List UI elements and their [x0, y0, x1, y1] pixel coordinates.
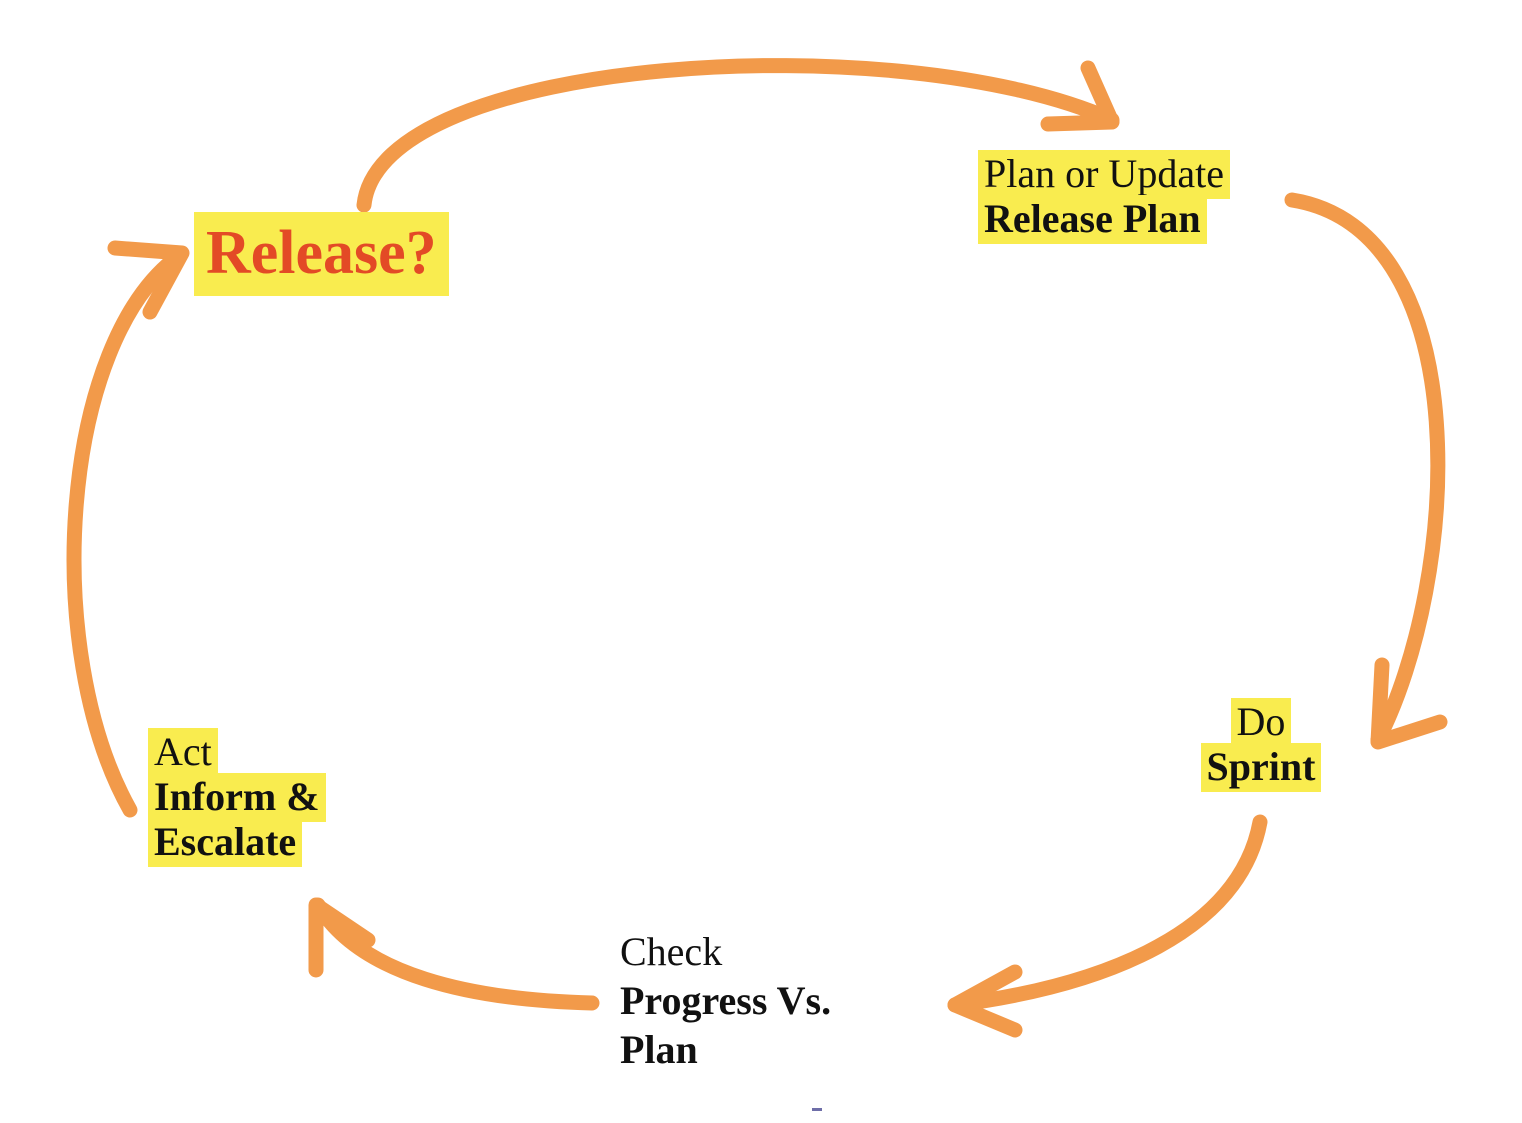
- arrowhead-check-to-act: [308, 897, 376, 978]
- act-line-2: Inform &: [148, 773, 326, 822]
- arrow-release-to-plan: [356, 58, 1120, 213]
- arrowhead-plan-to-do: [1370, 657, 1448, 750]
- small-dash-mark: [812, 1108, 822, 1111]
- arrowhead-do-to-check: [947, 964, 1023, 1038]
- node-plan: Plan or Update Release Plan: [978, 150, 1230, 244]
- act-line-3: Escalate: [148, 818, 303, 867]
- arrow-act-to-release: [66, 247, 188, 818]
- node-release: Release?: [194, 212, 449, 296]
- arrowhead-act-to-release: [107, 240, 190, 320]
- check-line-1: Check: [620, 929, 723, 974]
- arrow-check-to-act: [310, 897, 600, 1011]
- node-check: Check Progress Vs. Plan: [620, 932, 831, 1079]
- node-do: Do Sprint: [1192, 698, 1330, 792]
- plan-line-2: Release Plan: [978, 195, 1207, 244]
- arrow-plan-to-do: [1284, 192, 1446, 748]
- node-act: Act Inform & Escalate: [148, 728, 326, 867]
- arrow-do-to-check: [947, 814, 1268, 1013]
- check-line-2: Progress Vs.: [620, 978, 832, 1023]
- release-label: Release?: [194, 212, 449, 296]
- plan-line-1: Plan or Update: [978, 150, 1230, 199]
- act-line-1: Act: [148, 728, 218, 777]
- do-line-1: Do: [1230, 698, 1292, 747]
- do-line-2: Sprint: [1200, 743, 1322, 792]
- check-line-3: Plan: [620, 1027, 698, 1072]
- arrowhead-release-to-plan: [1040, 60, 1120, 132]
